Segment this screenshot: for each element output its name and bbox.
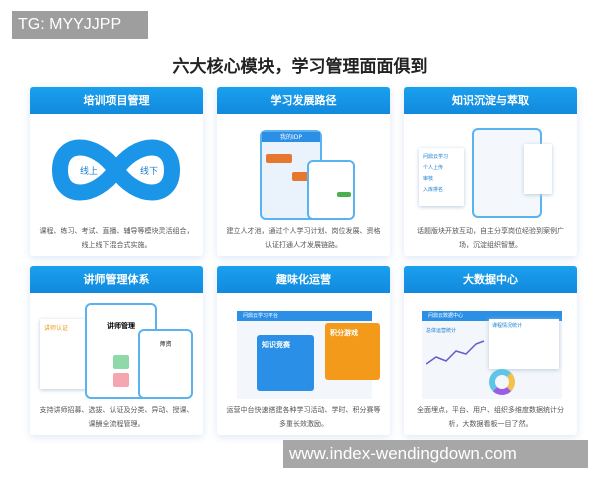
card-description: 运营中台快速搭建各种学习活动、学时、积分赛等多重长效激励。 <box>226 406 381 428</box>
card-knowledge[interactable]: 知识沉淀与萃取 问鼎云学习个人上传审核入库排名 话题版块开放互动，自主分享岗位经… <box>404 87 577 256</box>
card-training-project[interactable]: 培训项目管理 线上 线下 课程、练习、考试、直播、辅导等模块灵活组合，线上线下混… <box>30 87 203 256</box>
card-big-data[interactable]: 大数据中心 问鼎云数据中心 总体运营统计 课程情况统计 全面埋点，平台、用户、组… <box>404 266 577 435</box>
idp-illustration: 我的IDP <box>227 120 380 220</box>
card-title: 知识沉淀与萃取 <box>404 87 577 114</box>
card-title: 大数据中心 <box>404 266 577 293</box>
knowledge-illustration: 问鼎云学习个人上传审核入库排名 <box>414 120 567 220</box>
card-description: 支持讲师招募、选拔、认证及分类、异动、授课、课酬全流程管理。 <box>39 406 194 428</box>
card-learning-path[interactable]: 学习发展路径 我的IDP 建立人才池，通过个人学习计划、岗位发展、资格认证打通人… <box>217 87 390 256</box>
page-title: 六大核心模块，学习管理面面俱到 <box>172 57 428 77</box>
tg-badge: TG: MYYJJPP <box>12 11 148 39</box>
card-description: 话题版块开放互动，自主分享岗位经验到案例广场，沉淀组织智慧。 <box>417 227 564 249</box>
card-gamified[interactable]: 趣味化运营 问鼎云学习平台 知识竞赛 积分游戏 运营中台快速搭建各种学习活动、学… <box>217 266 390 435</box>
watermark: www.index-wendingdown.com <box>283 440 588 468</box>
card-description: 课程、练习、考试、直播、辅导等模块灵活组合，线上线下混合式实施。 <box>39 227 194 249</box>
gamified-illustration: 问鼎云学习平台 知识竞赛 积分游戏 <box>227 299 380 399</box>
card-description: 建立人才池，通过个人学习计划、岗位发展、资格认证打通人才发展链路。 <box>226 227 381 249</box>
card-lecturer[interactable]: 讲师管理体系 讲师认证 讲师管理 师资 支持讲师招募、选拔、认证及分类、异动、授… <box>30 266 203 435</box>
card-title: 学习发展路径 <box>217 87 390 114</box>
card-title: 趣味化运营 <box>217 266 390 293</box>
card-title: 培训项目管理 <box>30 87 203 114</box>
card-title: 讲师管理体系 <box>30 266 203 293</box>
data-illustration: 问鼎云数据中心 总体运营统计 课程情况统计 <box>414 299 567 399</box>
lecturer-illustration: 讲师认证 讲师管理 师资 <box>40 299 193 399</box>
card-description: 全面埋点，平台、用户、组织多维度数据统计分析，大数据看板一目了然。 <box>417 406 564 428</box>
infinity-illustration: 线上 线下 <box>40 120 193 220</box>
